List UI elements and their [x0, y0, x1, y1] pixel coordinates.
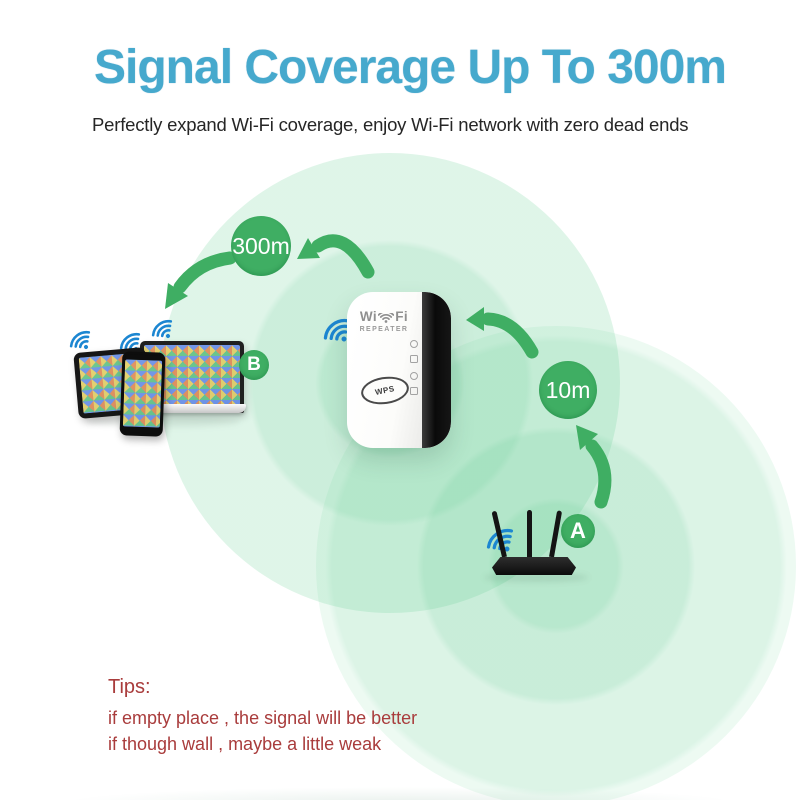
led-indicator	[410, 372, 418, 380]
bottom-fade	[0, 786, 800, 800]
page-subtitle: Perfectly expand Wi-Fi coverage, enjoy W…	[92, 114, 689, 135]
router-antenna	[527, 510, 532, 557]
range-badge-300m: 300m	[231, 216, 291, 276]
router-shadow	[484, 573, 588, 582]
smartphone	[119, 351, 166, 437]
brand-wi: Wi	[359, 309, 378, 324]
tips-line-1: if empty place , the signal will be bett…	[108, 708, 418, 728]
range-badge-10m: 10m	[539, 361, 597, 419]
router-antenna	[549, 510, 563, 558]
router-base	[492, 557, 576, 575]
led-indicator	[410, 355, 418, 363]
repeater-brand: Wi Fi	[347, 309, 421, 324]
tips-block: Tips: if empty place , the signal will b…	[108, 676, 417, 757]
point-badge-b: B	[239, 350, 269, 380]
point-badge-a: A	[561, 514, 595, 548]
led-indicator	[410, 340, 418, 348]
tips-heading: Tips:	[108, 676, 151, 698]
wps-button: WPS	[359, 373, 411, 408]
router-device	[480, 503, 600, 583]
page-title: Signal Coverage Up To 300m	[94, 41, 727, 94]
laptop-base	[128, 404, 246, 413]
wps-button-label: WPS	[374, 384, 396, 397]
led-indicator	[410, 387, 418, 395]
repeater-model-label: REPEATER	[359, 326, 409, 333]
wifi-brand-icon	[378, 313, 395, 324]
repeater-side-panel	[422, 292, 451, 448]
brand-fi: Fi	[395, 309, 409, 324]
devices-shadow	[88, 416, 240, 427]
tips-line-2: if though wall , maybe a little weak	[108, 734, 382, 754]
router-antenna	[491, 510, 507, 558]
wifi-repeater-device: Wi Fi REPEATER WPS	[347, 292, 451, 448]
smartphone-screen	[122, 359, 163, 428]
